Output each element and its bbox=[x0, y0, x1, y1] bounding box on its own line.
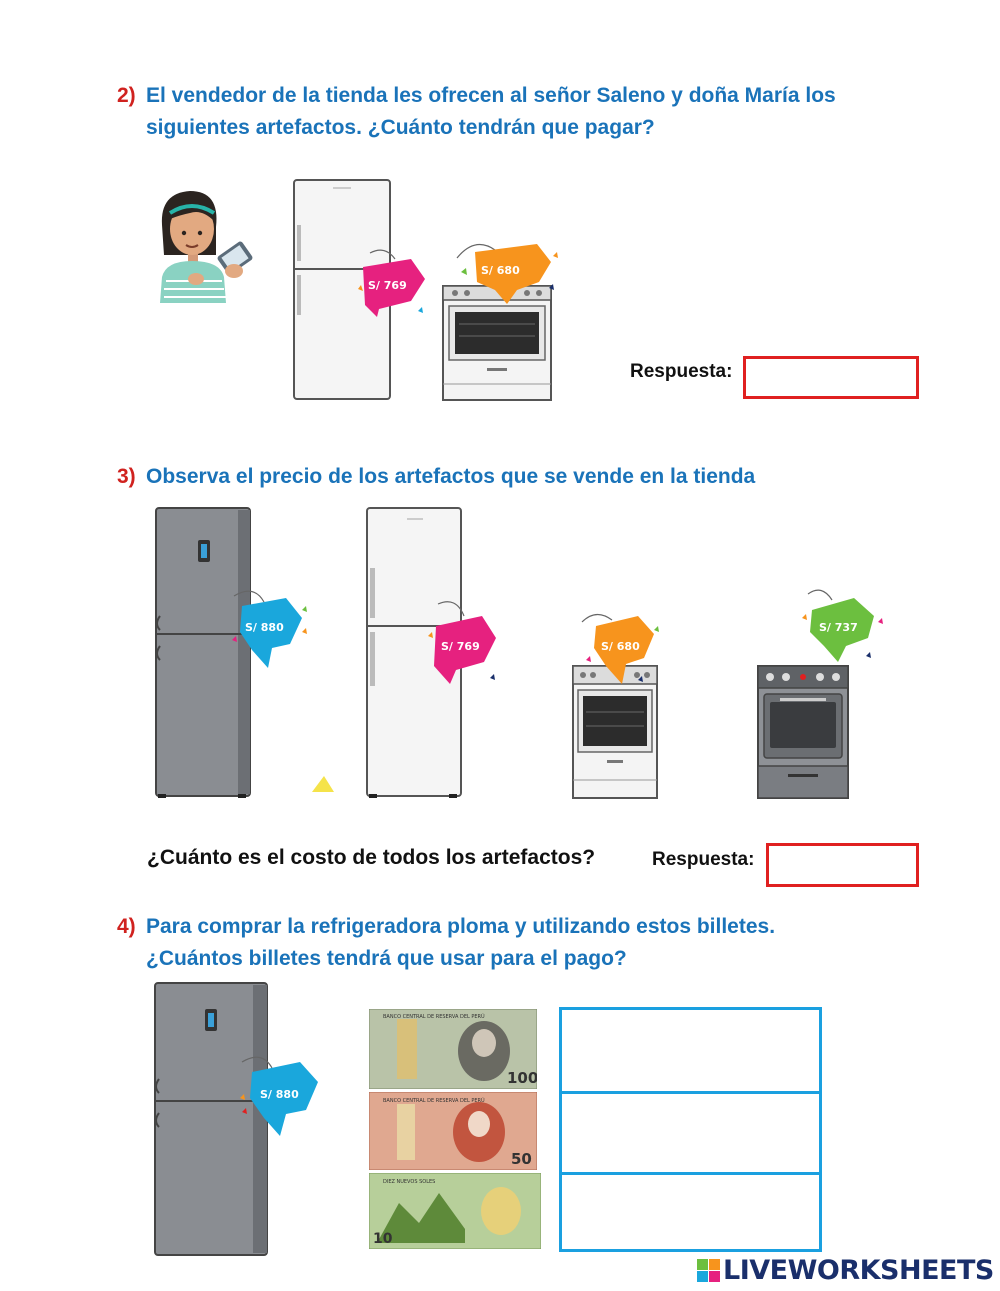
price-tag-pink-label: S/ 769 bbox=[368, 279, 407, 292]
banknote-50-header: BANCO CENTRAL DE RESERVA DEL PERÚ bbox=[383, 1097, 485, 1104]
question-2-number: 2) bbox=[117, 84, 136, 107]
banknote-50-value: 50 bbox=[511, 1150, 532, 1168]
price-tag-pink: S/ 769 bbox=[358, 249, 425, 317]
answer-input-bills-10[interactable] bbox=[559, 1172, 822, 1252]
price-tag-orange: S/ 680 bbox=[456, 243, 558, 304]
liveworksheets-wordmark: LIVEWORKSHEETS bbox=[723, 1254, 994, 1286]
price-tag-pink-2-label: S/ 769 bbox=[441, 640, 480, 653]
price-tag-cyan-2-label: S/ 880 bbox=[260, 1088, 299, 1101]
price-tag-orange-2-label: S/ 680 bbox=[601, 640, 640, 653]
answer-input-q2[interactable] bbox=[743, 356, 919, 399]
question-2-line-1: El vendedor de la tienda les ofrecen al … bbox=[146, 84, 836, 107]
question-3-prompt: ¿Cuánto es el costo de todos los artefac… bbox=[147, 846, 596, 869]
girl-with-tablet-illustration bbox=[160, 191, 253, 303]
banknote-10: DIEZ NUEVOS SOLES 10 bbox=[369, 1173, 541, 1249]
price-tag-cyan-label: S/ 880 bbox=[245, 621, 284, 634]
price-tag-green-label: S/ 737 bbox=[819, 621, 858, 634]
banknote-100: BANCO CENTRAL DE RESERVA DEL PERÚ 100 bbox=[369, 1009, 537, 1089]
banknote-10-header: DIEZ NUEVOS SOLES bbox=[383, 1179, 435, 1185]
answer-label-q2: Respuesta: bbox=[630, 361, 733, 382]
answer-label-q3: Respuesta: bbox=[652, 849, 755, 870]
white-stove-image-2 bbox=[572, 665, 658, 799]
question-2-text: 2) El vendedor de la tienda les ofrecen … bbox=[117, 80, 957, 146]
liveworksheets-logo: LIVEWORKSHEETS bbox=[697, 1254, 994, 1286]
banknote-100-value: 100 bbox=[507, 1069, 537, 1087]
gray-fridge-image bbox=[155, 507, 251, 798]
question-3-number: 3) bbox=[117, 465, 136, 488]
price-tag-cyan: S/ 880 bbox=[232, 590, 307, 668]
price-tag-orange-2: S/ 680 bbox=[581, 613, 659, 684]
question-3-text: 3) Observa el precio de los artefactos q… bbox=[117, 461, 957, 495]
white-fridge-image-2 bbox=[366, 507, 462, 798]
price-tag-cyan-2: S/ 880 bbox=[240, 1056, 318, 1136]
price-tag-green: S/ 737 bbox=[802, 589, 883, 662]
question-4-line-2: ¿Cuántos billetes tendrá que usar para e… bbox=[146, 947, 627, 970]
question-4-number: 4) bbox=[117, 915, 136, 938]
question-4-text: 4) Para comprar la refrigeradora ploma y… bbox=[117, 911, 957, 977]
answer-input-q3[interactable] bbox=[766, 843, 919, 887]
question-3-line-1: Observa el precio de los artefactos que … bbox=[146, 465, 756, 488]
answer-input-bills-100[interactable] bbox=[559, 1007, 822, 1094]
price-tag-pink-2: S/ 769 bbox=[428, 601, 496, 684]
answer-input-bills-50[interactable] bbox=[559, 1091, 822, 1175]
white-stove-image bbox=[442, 285, 552, 401]
banknote-50: BANCO CENTRAL DE RESERVA DEL PERÚ 50 bbox=[369, 1092, 537, 1170]
decorative-triangle bbox=[312, 776, 334, 792]
banknote-100-header: BANCO CENTRAL DE RESERVA DEL PERÚ bbox=[383, 1013, 485, 1020]
banknote-10-value: 10 bbox=[373, 1231, 393, 1247]
gray-stove-image bbox=[757, 665, 849, 799]
question-4-line-1: Para comprar la refrigeradora ploma y ut… bbox=[146, 915, 776, 938]
price-tag-orange-label: S/ 680 bbox=[481, 264, 520, 277]
gray-fridge-image-2 bbox=[154, 982, 268, 1256]
question-2-line-2: siguientes artefactos. ¿Cuánto tendrán q… bbox=[146, 116, 655, 139]
liveworksheets-icon bbox=[697, 1258, 720, 1282]
